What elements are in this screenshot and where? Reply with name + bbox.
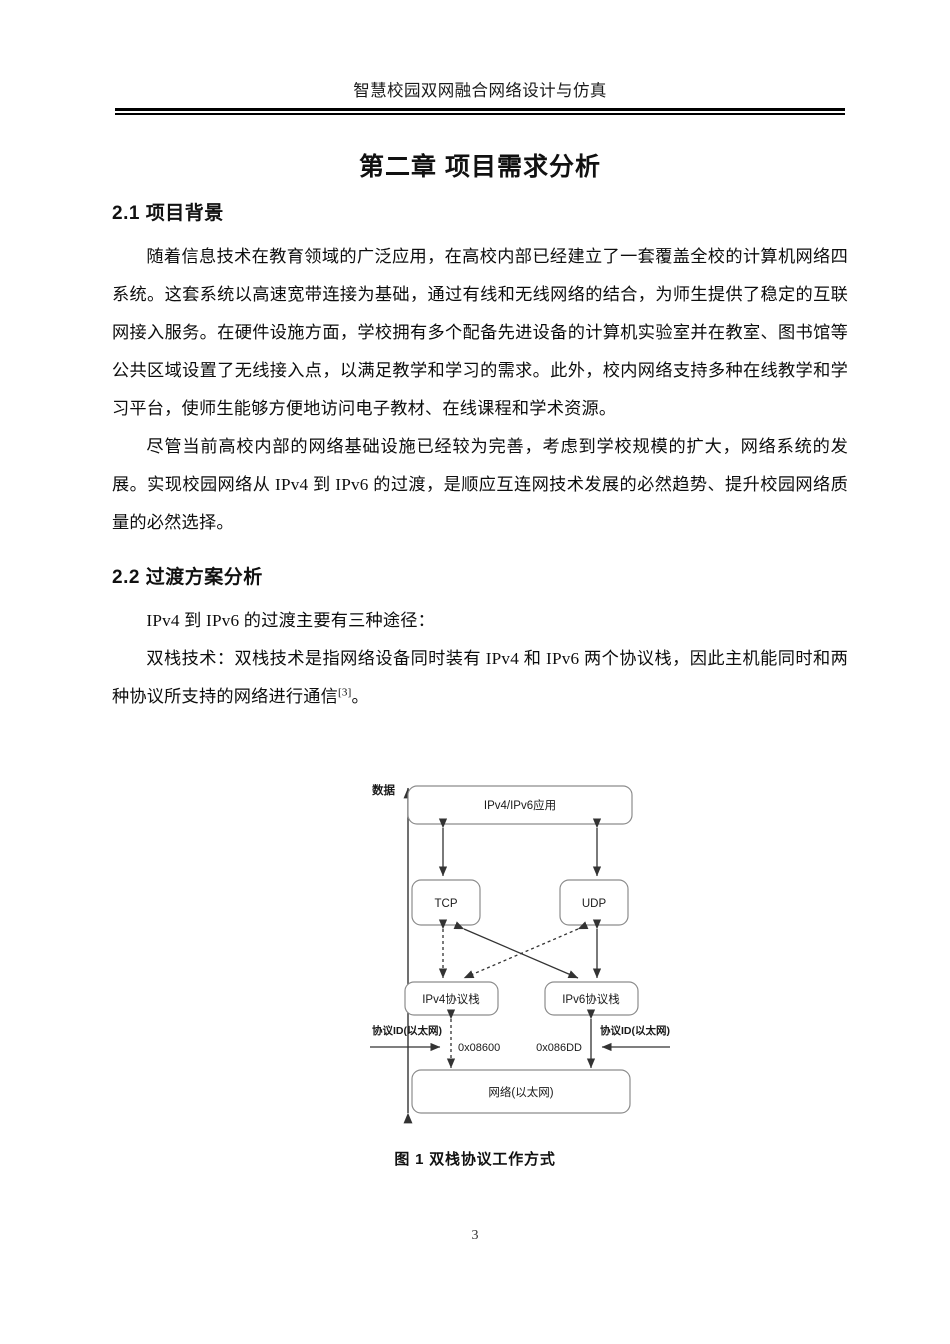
diagram-box-application <box>407 785 633 825</box>
diagram-arrow-udp-ipv4-cross <box>463 921 589 979</box>
citation-marker: [3] <box>338 686 352 699</box>
dual-stack-diagram-svg: 数据 IPv4/IPv6应用 TCP UDP IPv4协议 <box>370 783 670 1124</box>
section-heading-2-2: 2.2 过渡方案分析 <box>112 567 263 588</box>
paragraph-dual-stack-text: 双栈技术：双栈技术是指网络设备同时装有 IPv4 和 IPv6 两个协议栈，因此… <box>112 649 848 706</box>
diagram-box-network-label: 网络(以太网) <box>488 1085 553 1099</box>
diagram-box-tcp-label: TCP <box>435 898 458 910</box>
figure-caption: 图 1 双栈协议工作方式 <box>394 1151 556 1168</box>
chapter-title: 第二章 项目需求分析 <box>359 153 601 181</box>
diagram-box-ipv4-stack-label: IPv4协议栈 <box>422 992 480 1006</box>
diagram-label-protocol-id-left: 协议ID(以太网) <box>372 1024 442 1037</box>
diagram-box-application-label: IPv4/IPv6应用 <box>484 798 556 812</box>
diagram-box-network <box>411 1069 631 1114</box>
paragraph-dual-stack-period: 。 <box>351 687 369 706</box>
paragraph-dual-stack: 双栈技术：双栈技术是指网络设备同时装有 IPv4 和 IPv6 两个协议栈，因此… <box>112 640 848 716</box>
paragraph-background-1: 随着信息技术在教育领域的广泛应用，在高校内部已经建立了一套覆盖全校的计算机网络四… <box>112 247 848 418</box>
diagram-box-udp-label: UDP <box>582 898 607 910</box>
diagram-label-ethertype-ipv6: 0x086DD <box>536 1042 582 1054</box>
figure-dual-stack-diagram: 数据 IPv4/IPv6应用 TCP UDP IPv4协议 <box>0 780 950 1140</box>
page-number: 3 <box>471 1228 479 1243</box>
paragraph-transition-intro: IPv4 到 IPv6 的过渡主要有三种途径： <box>146 611 436 630</box>
diagram-box-ipv6-stack-label: IPv6协议栈 <box>562 992 620 1006</box>
running-header: 智慧校园双网融合网络设计与仿真 <box>115 80 845 115</box>
paragraph-background-2: 尽管当前高校内部的网络基础设施已经较为完善，考虑到学校规模的扩大，网络系统的发展… <box>112 437 848 532</box>
diagram-label-ethertype-ipv4: 0x08600 <box>458 1042 500 1054</box>
running-header-title: 智慧校园双网融合网络设计与仿真 <box>353 81 607 100</box>
section-heading-2-1: 2.1 项目背景 <box>112 203 224 224</box>
header-divider-rule <box>115 108 845 115</box>
diagram-axis-label-data: 数据 <box>372 783 395 797</box>
document-body: 2.1 项目背景 随着信息技术在教育领域的广泛应用，在高校内部已经建立了一套覆盖… <box>112 200 848 716</box>
diagram-label-protocol-id-right: 协议ID(以太网) <box>600 1024 670 1037</box>
